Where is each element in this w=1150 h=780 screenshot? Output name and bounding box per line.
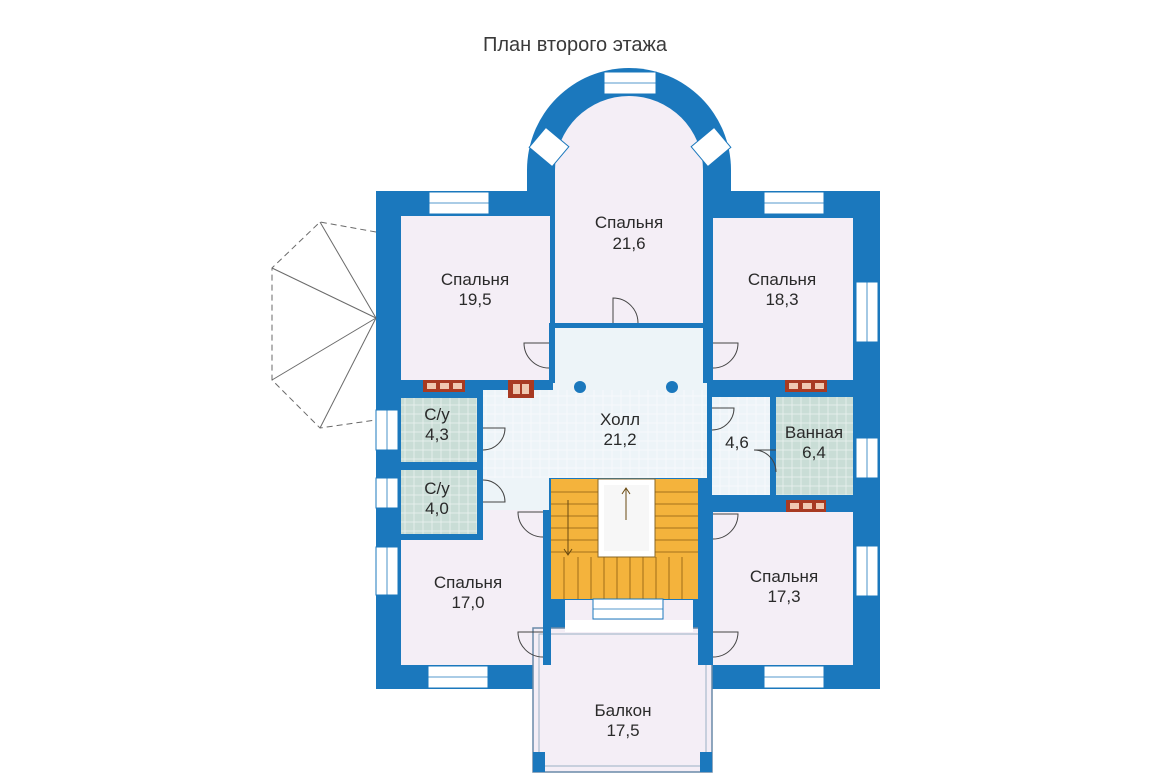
room-labels: Спальня 19,5 Спальня 21,6 Спальня 18,3 Х… — [424, 213, 843, 740]
balcony-railing — [538, 633, 707, 767]
room-name-hall: Холл — [600, 410, 640, 429]
room-name-bedroom-bottom-left: Спальня — [434, 573, 502, 592]
column-left — [574, 381, 586, 393]
bedroom-top-left-floor — [401, 216, 550, 380]
wall-stub-left — [401, 380, 551, 390]
room-name-bedroom-bottom-right: Спальня — [750, 567, 818, 586]
room-area-hall: 21,2 — [603, 430, 636, 449]
balcony-floor — [532, 627, 713, 773]
room-area-bedroom-bottom-right: 17,3 — [767, 587, 800, 606]
door-top-right-bedroom — [712, 342, 739, 369]
room-area-bedroom-top-right: 18,3 — [765, 290, 798, 309]
room-area-closet: 4,6 — [725, 433, 749, 452]
wall-hall-center-right — [703, 323, 709, 383]
room-fills — [401, 96, 853, 665]
room-area-wc-2: 4,0 — [425, 499, 449, 518]
door-bottom-right-entry — [712, 513, 739, 540]
stair-treads — [551, 491, 698, 599]
bedroom-top-center-floor — [555, 96, 703, 323]
hall-floor-pattern — [483, 390, 707, 478]
wall-wc-bottom — [401, 534, 483, 540]
window-apse-left — [528, 126, 570, 168]
bay-roof-outline — [271, 221, 377, 429]
room-name-bathroom: Ванная — [785, 423, 843, 442]
door-bottom-left-entry — [517, 511, 544, 538]
door-wc-2 — [482, 479, 506, 503]
room-area-wc-1: 4,3 — [425, 425, 449, 444]
door-top-left-bedroom — [523, 342, 550, 369]
wall-center-bedroom-bottom — [555, 323, 703, 328]
balcony-door-opening — [565, 620, 693, 632]
chimney-center — [508, 380, 534, 398]
room-name-bedroom-top-left: Спальня — [441, 270, 509, 289]
wall-stub-right — [707, 380, 853, 390]
wc-2-floor-pattern — [401, 470, 477, 534]
staircase — [551, 478, 698, 599]
plan-title: План второго этажа — [482, 34, 668, 56]
balcony — [532, 620, 713, 773]
room-area-bedroom-top-left: 19,5 — [458, 290, 491, 309]
wall-wc-divider — [401, 462, 483, 470]
door-wc-1 — [482, 427, 506, 451]
wall-wet-bottom — [707, 495, 853, 509]
room-name-wc-1: С/у — [424, 405, 450, 424]
room-name-bedroom-top-right: Спальня — [748, 270, 816, 289]
chimneys — [423, 380, 827, 512]
window-apse-right — [690, 126, 732, 168]
room-area-bedroom-bottom-left: 17,0 — [451, 593, 484, 612]
balcony-post-left — [533, 752, 545, 772]
hall-floor-upper — [553, 328, 709, 390]
room-name-balcony: Балкон — [594, 701, 651, 720]
balcony-post-right — [700, 752, 712, 772]
wall-bottom-left-right — [543, 510, 551, 665]
closet-floor-pattern — [712, 397, 770, 495]
door-center-bedroom — [612, 297, 639, 324]
wall-hall-center-left — [549, 323, 555, 383]
room-name-wc-2: С/у — [424, 479, 450, 498]
room-area-bedroom-top-center: 21,6 — [612, 234, 645, 253]
bedroom-bottom-left-floor — [401, 537, 543, 665]
wall-wc-right — [477, 390, 483, 538]
room-area-balcony: 17,5 — [606, 721, 639, 740]
room-area-bathroom: 6,4 — [802, 443, 826, 462]
column-right — [666, 381, 678, 393]
doors — [482, 297, 777, 658]
stair-direction-arrows — [563, 487, 631, 556]
door-bottom-left-bedroom — [517, 631, 544, 658]
wall-bottom-right-left — [698, 510, 713, 665]
door-bottom-right-bedroom — [712, 631, 739, 658]
wc-1-floor-pattern — [401, 398, 477, 462]
door-closet — [711, 407, 735, 431]
door-bathroom — [753, 449, 777, 473]
wall-closet-divider — [770, 397, 776, 495]
bathroom-floor-pattern — [776, 397, 853, 495]
bedroom-bottom-right-floor — [713, 512, 853, 665]
room-name-bedroom-top-center: Спальня — [595, 213, 663, 232]
